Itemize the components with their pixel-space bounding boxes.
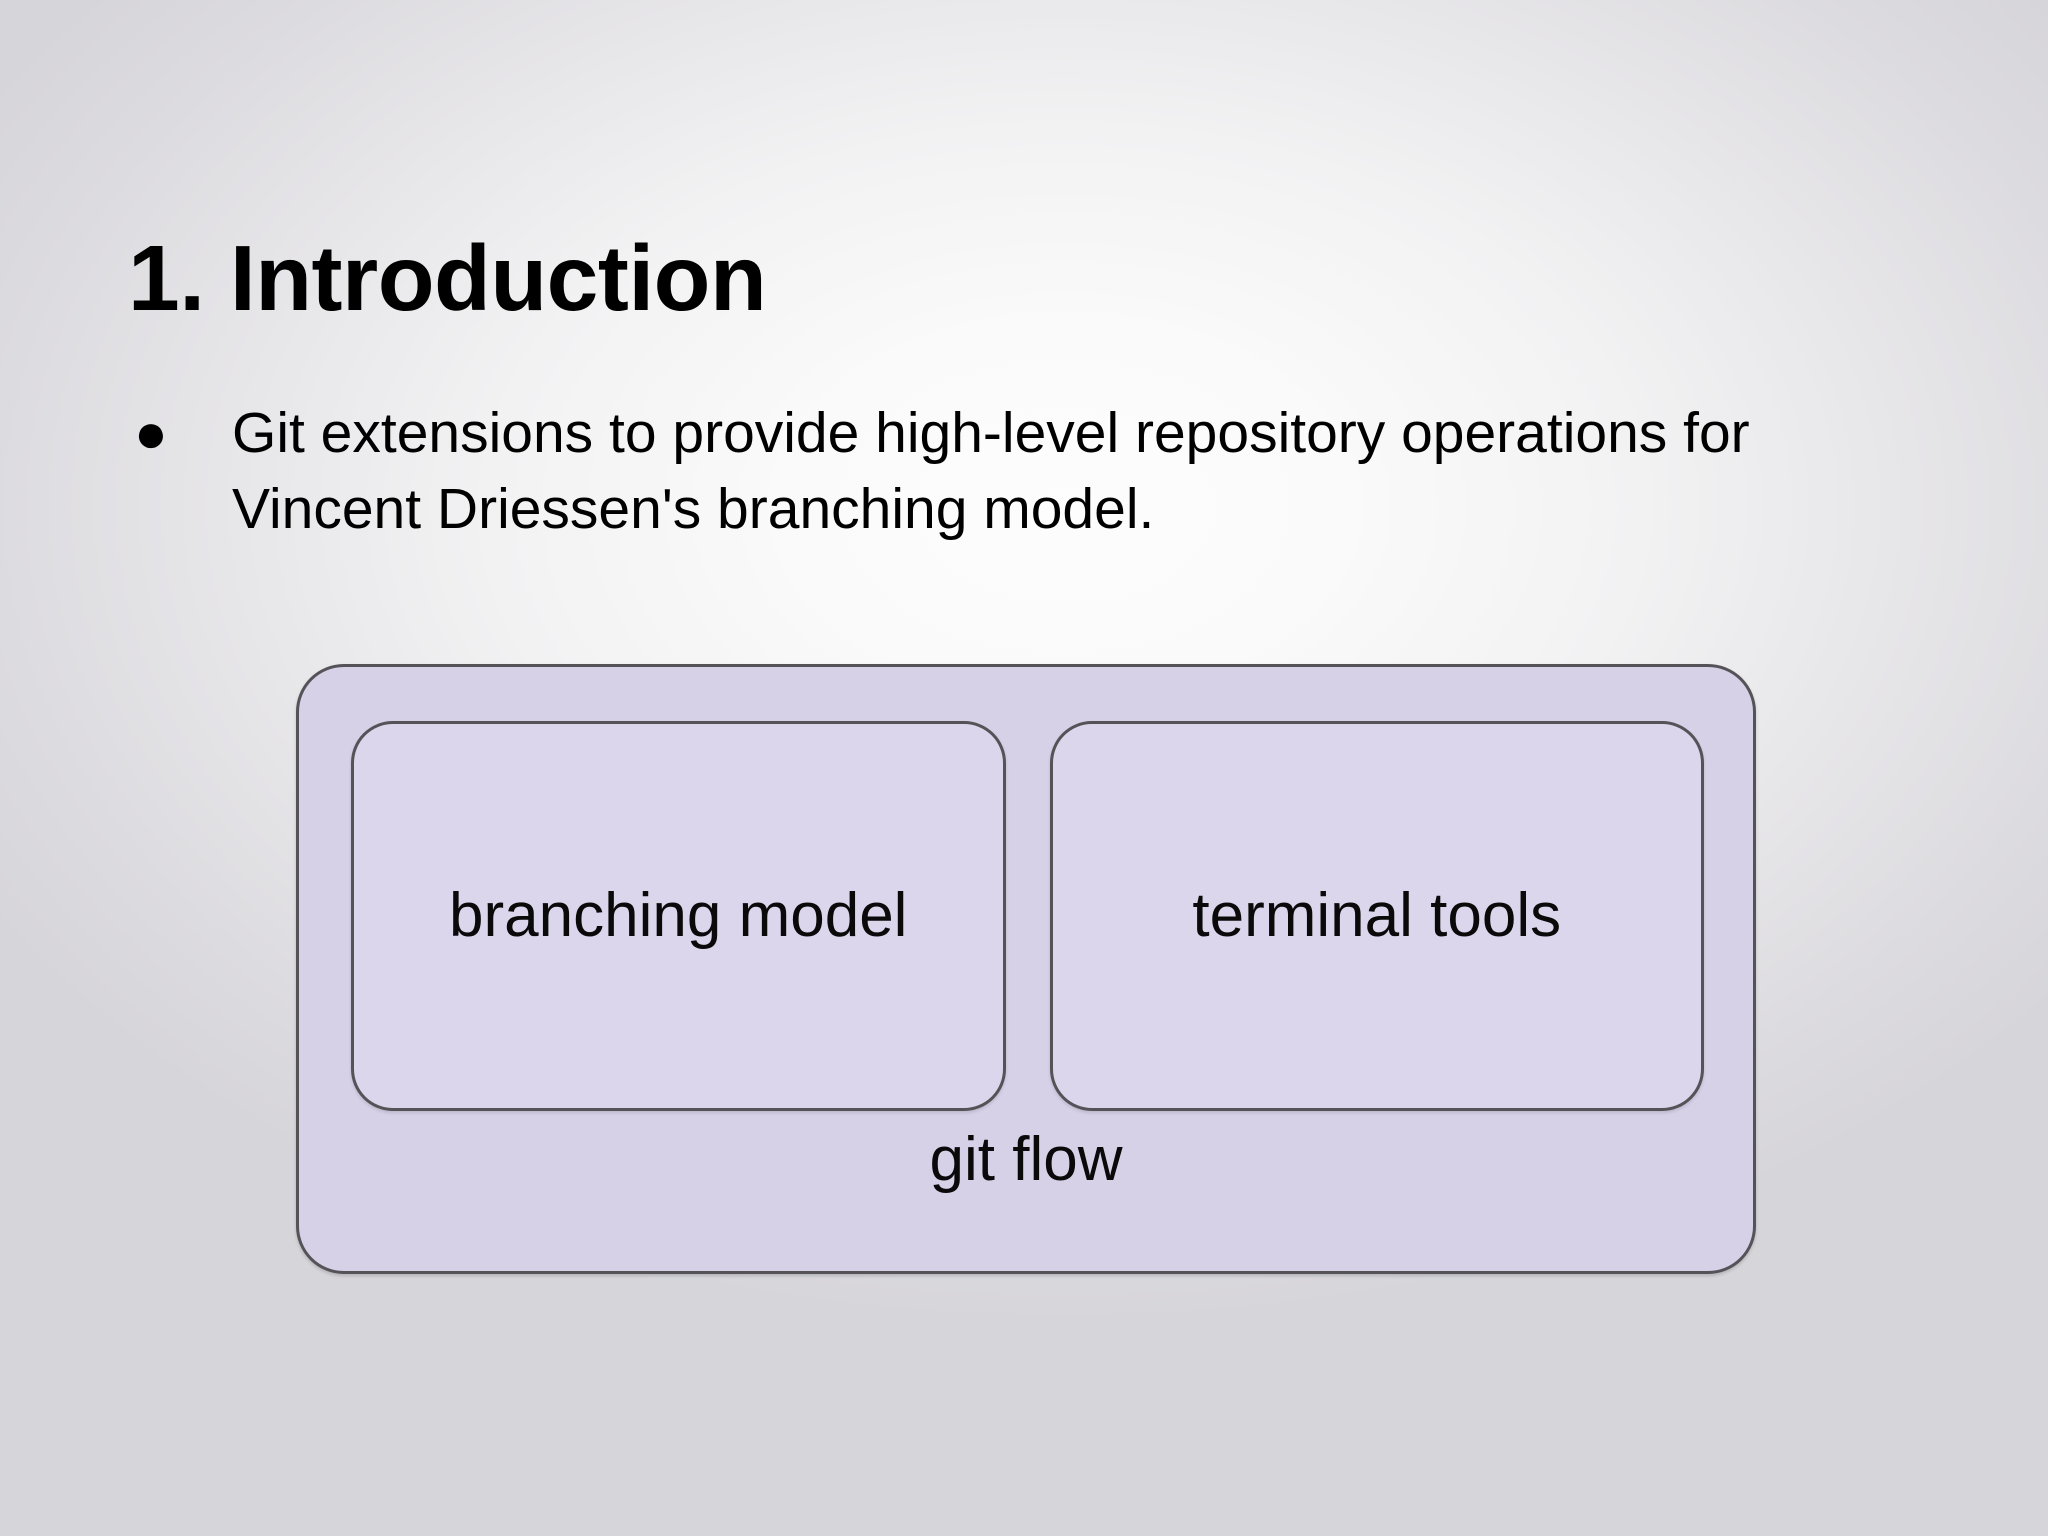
- inner-box-row: branching model terminal tools: [351, 721, 1704, 1111]
- terminal-tools-label: terminal tools: [1192, 881, 1562, 950]
- git-flow-label: git flow: [929, 1125, 1123, 1194]
- bullet-item-text: Git extensions to provide high-level rep…: [232, 401, 1750, 541]
- branching-model-label: branching model: [449, 881, 908, 950]
- page-title: 1. Introduction: [128, 226, 767, 331]
- git-flow-outer-box: branching model terminal tools git flow: [296, 664, 1756, 1274]
- list-item: ● Git extensions to provide high-level r…: [128, 395, 1888, 547]
- git-flow-diagram: branching model terminal tools git flow: [296, 664, 1756, 1274]
- branching-model-box: branching model: [351, 721, 1006, 1111]
- bullet-point-icon: ●: [134, 401, 168, 464]
- bullet-list: ● Git extensions to provide high-level r…: [128, 395, 1888, 547]
- terminal-tools-box: terminal tools: [1049, 721, 1704, 1111]
